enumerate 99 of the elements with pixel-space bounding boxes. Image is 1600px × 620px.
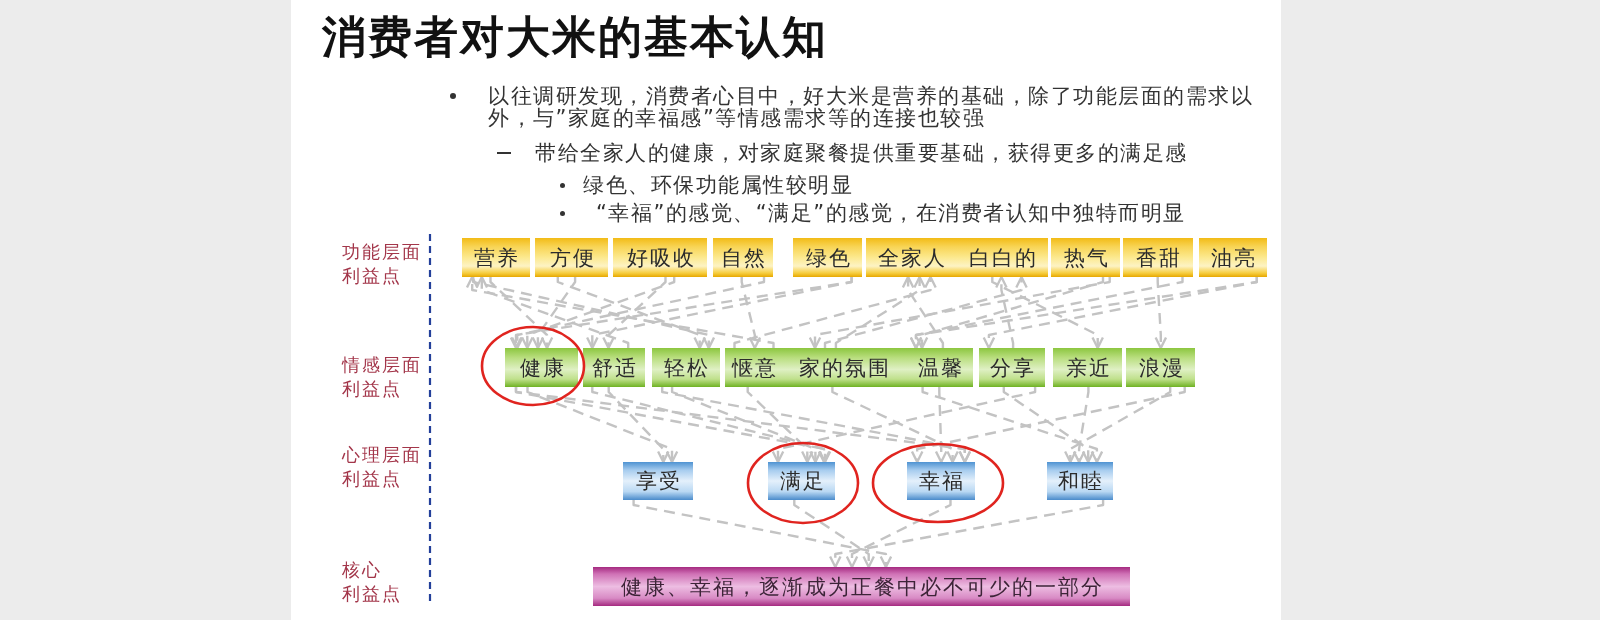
core-banner — [593, 567, 1130, 606]
attribute-box — [713, 238, 773, 277]
term-label: 享受 — [635, 469, 682, 493]
dashed-arrow — [808, 277, 1111, 350]
dashed-arrow — [1002, 387, 1095, 464]
term-label: 惬意 — [730, 355, 778, 380]
dashed-arrow — [845, 500, 952, 569]
benefit-box — [725, 348, 782, 387]
attribute-box — [1199, 238, 1267, 277]
benefit-box — [1126, 348, 1195, 387]
dashed-arrow — [661, 387, 972, 464]
dashed-arrow — [901, 275, 945, 348]
term-label: 幸福 — [918, 469, 965, 493]
attribute-box — [613, 238, 707, 277]
dashed-arrow — [526, 387, 679, 464]
dashed-arrow — [771, 387, 1037, 464]
dashed-arrow — [746, 387, 814, 464]
row-label: 功能层面 — [342, 241, 422, 263]
dashed-arrow — [510, 277, 766, 350]
dashed-arrow — [831, 387, 959, 464]
term-label: 亲近 — [1064, 355, 1112, 380]
attribute-box — [535, 238, 608, 277]
dashed-arrow — [670, 387, 822, 464]
dashed-arrow — [921, 387, 1104, 464]
term-label: 家的氛围 — [798, 355, 891, 380]
dashed-arrow — [520, 277, 676, 350]
dashed-arrow — [602, 277, 667, 350]
dashed-arrow — [733, 275, 937, 348]
dashed-arrow — [909, 277, 1258, 350]
term-label: 分享 — [989, 355, 1036, 380]
attribute-box — [793, 238, 862, 277]
dashed-arrow — [740, 277, 762, 350]
value-box — [768, 462, 835, 500]
term-label: 全家人 — [877, 245, 947, 270]
term-label: 健康、幸福，逐渐成为正餐中必不可少的一部分 — [620, 574, 1104, 599]
term-label: 满足 — [778, 469, 826, 493]
dashed-arrow — [834, 275, 926, 348]
row-label: 利益点 — [342, 378, 402, 400]
benefit-box — [652, 348, 720, 387]
row-label: 心理层面 — [342, 444, 422, 466]
dashed-arrow — [489, 277, 554, 350]
term-label: 油亮 — [1210, 245, 1257, 270]
benefit-box — [1053, 348, 1122, 387]
term-label: 热气 — [1062, 245, 1110, 270]
row-label: 利益点 — [342, 468, 402, 490]
term-label: 绿色 — [804, 245, 852, 270]
dashed-arrow — [607, 387, 670, 464]
term-label: 和睦 — [1057, 469, 1104, 493]
dashed-arrow — [995, 275, 1015, 348]
dashed-arrow — [828, 500, 1105, 569]
dashed-arrow — [475, 275, 630, 348]
dashed-arrow — [472, 277, 716, 350]
dashed-arrow — [591, 387, 831, 464]
term-label: 方便 — [548, 245, 596, 270]
benefit-box — [979, 348, 1045, 387]
slide-title: 消费者对大米的基本认知 — [322, 13, 828, 61]
dashed-arrow — [793, 500, 876, 569]
term-label: 温馨 — [916, 355, 964, 380]
dashed-arrow — [1063, 387, 1172, 464]
term-label: 好吸收 — [625, 245, 696, 270]
dashed-arrow — [632, 500, 893, 569]
term-label: 香甜 — [1135, 245, 1182, 270]
dashed-arrow — [531, 277, 577, 350]
row-label: 利益点 — [342, 583, 402, 605]
dashed-arrow — [1072, 387, 1090, 464]
dashed-arrow — [915, 277, 1105, 350]
benefit-box — [583, 348, 645, 387]
dashed-arrow — [934, 387, 948, 464]
dashed-arrow — [465, 275, 775, 348]
dashed-arrow — [556, 277, 707, 350]
attribute-box — [957, 238, 1048, 277]
attribute-box — [1051, 238, 1120, 277]
value-box — [907, 462, 975, 500]
dashed-arrow — [823, 275, 1028, 348]
term-label: 自然 — [720, 245, 767, 270]
bullet-text: “幸福”的感觉、“满足”的感觉，在消费者认知中独特而明显 — [596, 202, 1187, 224]
bullet-text: 绿色、环保功能属性较明显 — [583, 174, 854, 196]
attribute-box — [866, 238, 957, 277]
benefit-box — [505, 348, 578, 387]
bullet-text: 带给全家人的健康，对家庭聚餐提供重要基础，获得更多的满足感 — [535, 142, 1189, 164]
term-label: 舒适 — [591, 355, 638, 380]
row-label: 利益点 — [342, 265, 402, 287]
value-box — [623, 462, 693, 500]
value-box — [1047, 462, 1113, 500]
row-label: 核心 — [342, 559, 382, 581]
dashed-arrow — [991, 277, 1105, 350]
dashed-arrow — [910, 387, 1186, 464]
dashed-arrow — [1154, 277, 1168, 350]
dashed-arrow — [585, 277, 853, 350]
term-label: 白白的 — [968, 245, 1038, 270]
attribute-box — [462, 238, 530, 277]
attribute-box — [1123, 238, 1193, 277]
term-label: 轻松 — [663, 355, 710, 380]
row-label: 情感层面 — [342, 354, 422, 376]
bullet-text: 以往调研发现，消费者心目中，好大米是营养的基础，除了功能层面的需求以外，与”家庭的幸福感”等情感需求等的连接也较强 — [488, 85, 1254, 129]
term-label: 浪漫 — [1137, 355, 1185, 380]
term-label: 健康 — [518, 355, 566, 380]
term-label: 营养 — [473, 245, 520, 270]
benefit-box — [906, 348, 973, 387]
